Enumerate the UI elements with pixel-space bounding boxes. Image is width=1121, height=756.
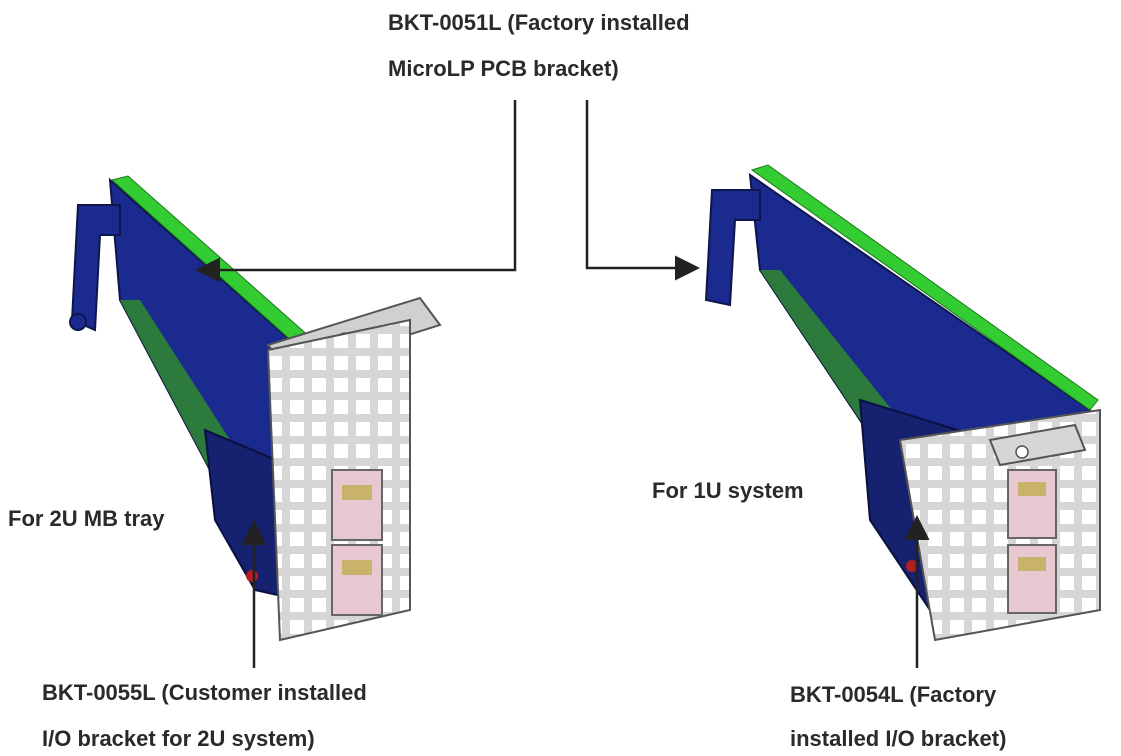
right-port-upper [1008, 470, 1056, 538]
arrow-top-to-right [587, 100, 695, 268]
left-port-upper [332, 470, 382, 540]
left-screw [70, 314, 86, 330]
right-handle [706, 190, 760, 305]
left-handle [72, 205, 120, 330]
arrow-top-to-left [200, 100, 515, 270]
left-port-lower [332, 545, 382, 615]
right-riser-assembly [706, 165, 1100, 640]
right-port-lower [1008, 545, 1056, 613]
